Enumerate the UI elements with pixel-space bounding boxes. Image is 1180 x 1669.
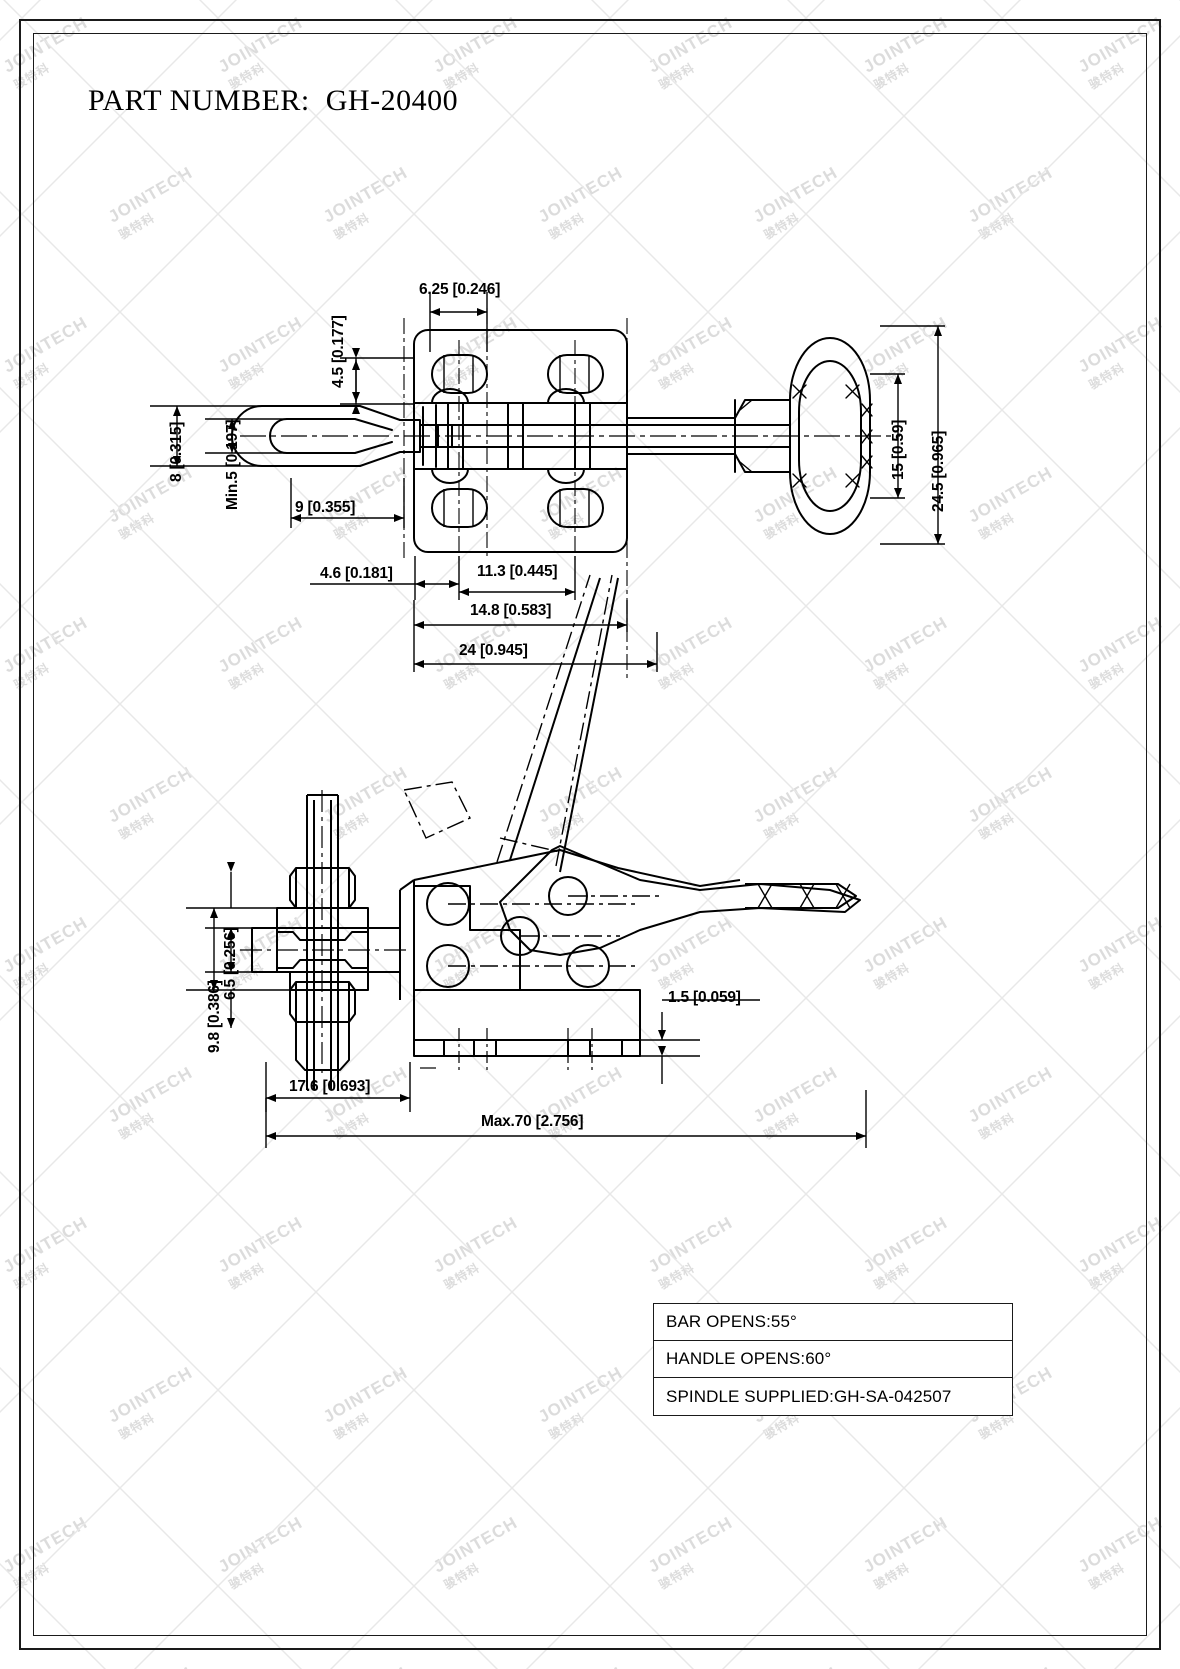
dim-6.5: 6.5 [0.256] <box>222 927 239 1000</box>
dim-4.5: 4.5 [0.177] <box>330 315 347 388</box>
dim-8: 8 [0.315] <box>168 421 185 482</box>
sheet-border-outer <box>19 19 1161 1650</box>
dim-17.6: 17.6 [0.693] <box>289 1078 371 1095</box>
notes-row-label: SPINDLE SUPPLIED:GH-SA-042507 <box>666 1386 952 1406</box>
dim-15: 15 [0.59] <box>890 419 907 480</box>
dim-min5: Min.5 [0.197] <box>224 419 241 510</box>
dim-24: 24 [0.945] <box>459 642 528 659</box>
dim-14.8: 14.8 [0.583] <box>470 602 552 619</box>
dim-24.5: 24.5 [0.965] <box>930 430 947 512</box>
notes-row-handle-opens: HANDLE OPENS:60° <box>654 1341 1012 1378</box>
dim-max70: Max.70 [2.756] <box>481 1113 584 1130</box>
sheet-border-inner <box>33 33 1147 1636</box>
dim-1.5: 1.5 [0.059] <box>668 989 741 1006</box>
notes-row-spindle-supplied: SPINDLE SUPPLIED:GH-SA-042507 <box>654 1378 1012 1415</box>
notes-row-label: BAR OPENS:55° <box>666 1312 797 1331</box>
dim-9: 9 [0.355] <box>295 499 356 516</box>
notes-table: BAR OPENS:55° HANDLE OPENS:60° SPINDLE S… <box>653 1303 1013 1416</box>
dim-9.8: 9.8 [0.386] <box>206 980 223 1053</box>
notes-row-label: HANDLE OPENS:60° <box>666 1349 832 1368</box>
dim-4.6: 4.6 [0.181] <box>320 565 393 582</box>
notes-row-bar-opens: BAR OPENS:55° <box>654 1304 1012 1341</box>
page-title: PART NUMBER: GH-20400 <box>88 84 459 117</box>
dim-11.3: 11.3 [0.445] <box>477 563 558 580</box>
dim-6.25: 6.25 [0.246] <box>419 281 501 298</box>
